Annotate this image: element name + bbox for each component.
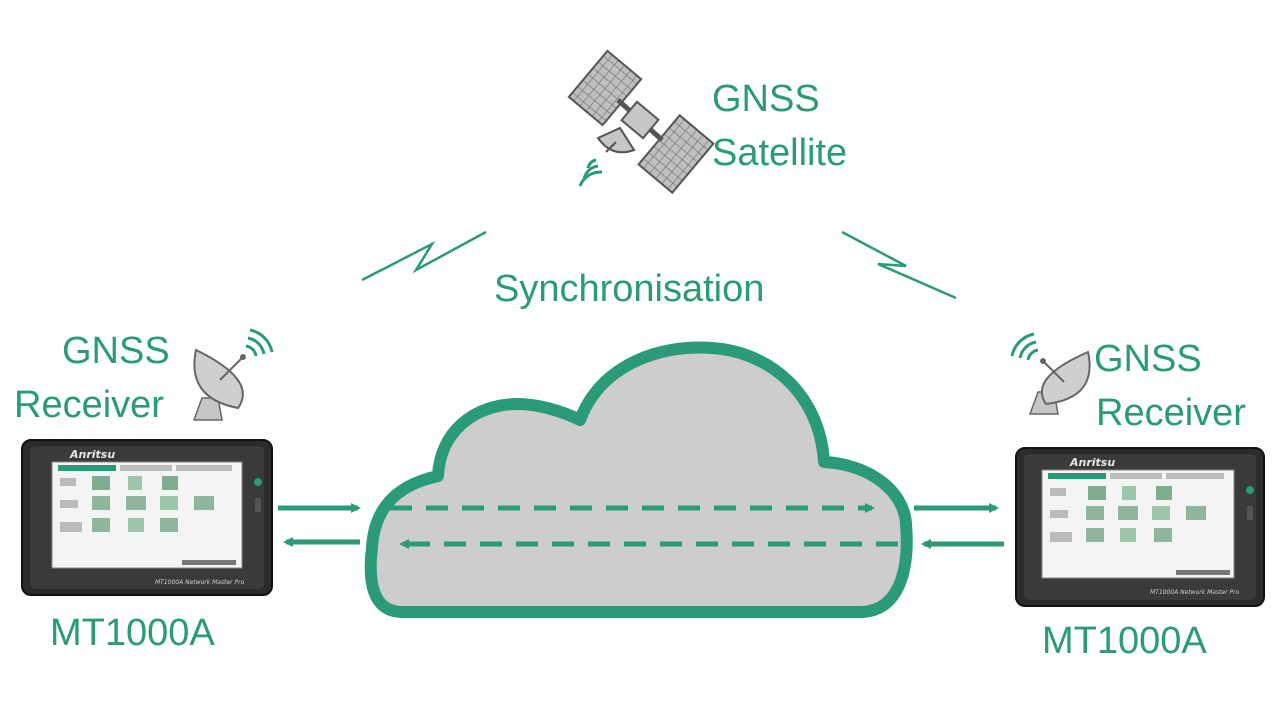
satellite-dish-icon [1010,332,1091,415]
right-receiver-label-line1: GNSS [1094,338,1202,380]
signal-bolt-right [841,230,957,300]
satellite-icon [567,49,715,195]
device-brand: Anritsu [1069,456,1115,469]
mt1000a-device-left: Anritsu MT1000A Network Master Pro [21,439,273,596]
right-receiver-label-line2: Receiver [1096,392,1246,434]
device-brand: Anritsu [69,448,115,461]
device-model-text: MT1000A Network Master Pro [155,579,245,586]
cloud-icon [364,341,913,618]
left-receiver-label-line1: GNSS [62,330,170,372]
mt1000a-device-right: Anritsu MT1000A Network Master Pro [1015,447,1265,607]
left-device-label: MT1000A [50,612,215,654]
right-device-label: MT1000A [1042,620,1207,662]
satellite-label-line1: GNSS [712,78,820,120]
satellite-label-line2: Satellite [712,132,848,174]
signal-bolt-left [361,230,487,282]
sync-label: Synchronisation [494,268,765,310]
satellite-dish-icon [192,328,274,421]
device-model-text: MT1000A Network Master Pro [1150,589,1240,596]
left-receiver-label-line2: Receiver [14,384,164,426]
